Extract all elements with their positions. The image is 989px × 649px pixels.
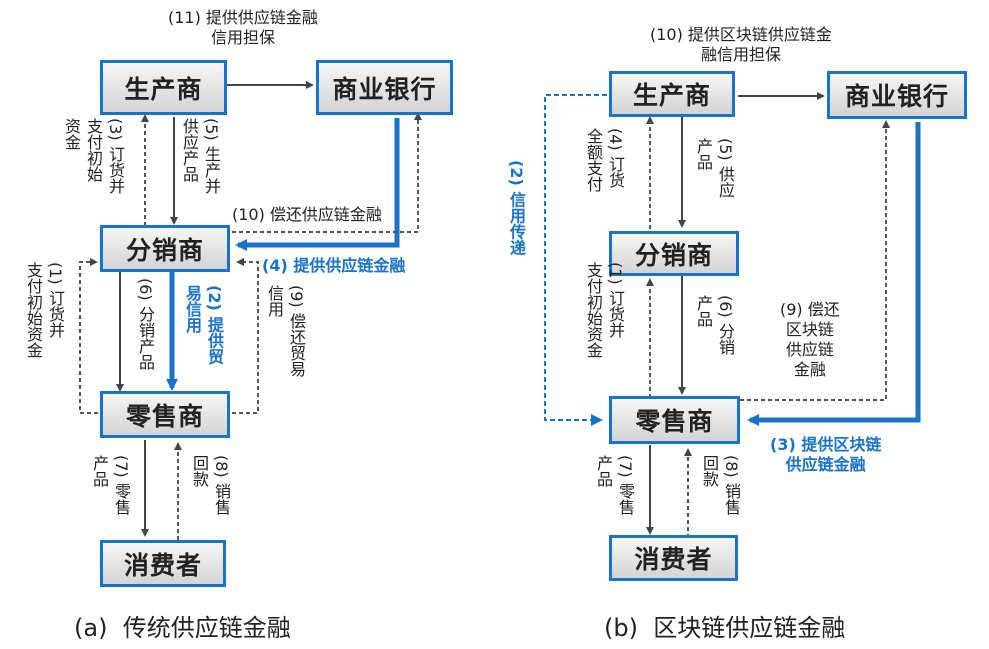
label-l7: (7) 零售 产品 [90, 455, 131, 515]
label-r9: (9) 偿还 区块链 供应链 金融 [780, 300, 840, 379]
left-retailer-node: 零售商 [100, 391, 230, 438]
label-l9: (9) 偿还贸易 信用 [265, 285, 306, 377]
label-l1: (1) 订货并 支付初始资金 [24, 262, 65, 358]
right-caption: (b) 区块链供应链金融 [604, 614, 846, 642]
label-r1: (1) 订货并 支付初始资金 [584, 262, 625, 358]
right-distributor-node: 分销商 [609, 231, 739, 276]
right-consumer-node: 消费者 [609, 535, 738, 581]
arrow-r9 [740, 120, 890, 401]
label-r2: (2) 信用传递 [507, 160, 526, 256]
left-bank-node: 商业银行 [316, 60, 453, 115]
right-retailer-node: 零售商 [609, 396, 740, 444]
arrow-r3 [747, 122, 921, 426]
left-caption: (a) 传统供应链金融 [74, 614, 291, 642]
label-l5: (5) 生产并 供应产品 [180, 118, 221, 194]
label-r3: (3) 提供区块链 供应链金融 [770, 435, 882, 474]
label-l3: (3) 订货并 支付初始 资金 [62, 118, 125, 194]
label-l6: (6) 分销产品 [136, 278, 155, 370]
right-producer-node: 生产商 [609, 71, 735, 117]
arrow-l10 [232, 112, 422, 233]
arrow-l9 [232, 258, 259, 414]
label-r7: (7) 零售 产品 [594, 455, 635, 515]
label-r6: (6) 分销 产品 [694, 295, 735, 355]
label-l8: (8) 销售 回款 [190, 455, 231, 515]
label-r4: (4) 订货 全额支付 [584, 128, 625, 192]
label-l4: (4) 提供供应链金融 [262, 256, 406, 275]
label-r8: (8) 销售 回款 [700, 455, 741, 515]
label-r10: (10) 提供区块链供应链金 融信用担保 [650, 25, 832, 64]
arrow-l1 [79, 258, 105, 414]
label-l10: (10) 偿还供应链金融 [232, 205, 382, 224]
left-distributor-node: 分销商 [100, 225, 230, 272]
arrow-l4 [235, 118, 400, 251]
label-r5: (5) 供应 产品 [694, 138, 735, 198]
label-l2: (2) 提供贸 易信用 [183, 285, 224, 365]
arrow-r2 [544, 94, 607, 426]
label-l11: (11) 提供供应链金融 信用担保 [168, 8, 318, 47]
left-consumer-node: 消费者 [100, 540, 226, 587]
left-producer-node: 生产商 [100, 60, 227, 115]
right-bank-node: 商业银行 [827, 71, 967, 119]
